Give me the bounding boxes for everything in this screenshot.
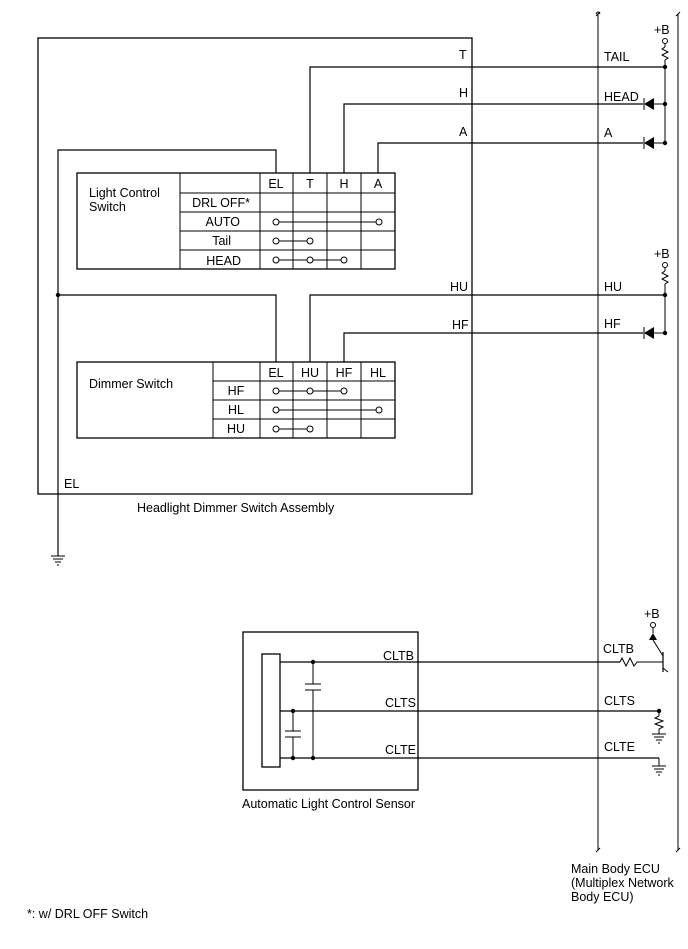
wire-label-h: H — [459, 86, 468, 100]
photo-sensor-element — [261, 653, 281, 768]
ds-header-el: EL — [268, 366, 283, 380]
diode-a-icon — [643, 137, 665, 149]
lc-header-a: A — [374, 177, 383, 191]
wire-label-t: T — [459, 48, 467, 62]
lc-continuity-head — [272, 256, 348, 264]
plus-b-label-2: +B — [654, 247, 670, 261]
ds-row-hl: HL — [228, 403, 244, 417]
transistor-icon — [649, 633, 669, 673]
ecu-label-tail: TAIL — [604, 50, 630, 64]
ds-continuity-hl — [272, 406, 383, 414]
wire-label-hf: HF — [452, 318, 469, 332]
lc-row-auto: AUTO — [206, 215, 241, 229]
lc-header-el: EL — [268, 177, 283, 191]
cltb-resistor-icon — [619, 656, 650, 668]
main-body-ecu: Main Body ECU (Multiplex Network Body EC… — [571, 11, 681, 904]
ds-header-hf: HF — [336, 366, 353, 380]
sensor-internal-circuit — [261, 653, 659, 768]
clts-resistor-icon — [653, 711, 665, 734]
light-control-label-2: Switch — [89, 200, 126, 214]
lc-row-head: HEAD — [206, 254, 241, 268]
wire-label-a: A — [459, 125, 468, 139]
assembly-label: Headlight Dimmer Switch Assembly — [137, 501, 335, 515]
assembly-el-terminal-label: EL — [64, 477, 79, 491]
lc-row-drl-off: DRL OFF* — [192, 196, 250, 210]
ecu-label-hu: HU — [604, 280, 622, 294]
ecu-label-cltb: CLTB — [603, 642, 634, 656]
lc-continuity-auto — [272, 218, 383, 226]
ecu-label-hf: HF — [604, 317, 621, 331]
lc-header-t: T — [306, 177, 314, 191]
ds-row-hf: HF — [228, 384, 245, 398]
ds-header-hu: HU — [301, 366, 319, 380]
light-control-switch-table: Light Control Switch EL T H A DRL OFF* A… — [76, 172, 396, 270]
diode-head-icon — [643, 98, 665, 110]
lc-row-tail: Tail — [212, 234, 231, 248]
clte-ground-icon — [652, 765, 666, 776]
wire-label-cltb: CLTB — [383, 649, 414, 663]
diode-hf-icon — [643, 327, 665, 339]
el-ground-symbol — [51, 555, 65, 566]
ecu-tail-head-a-circuit: +B — [643, 23, 670, 149]
ecu-label-line2: (Multiplex Network — [571, 876, 675, 890]
ecu-label-head: HEAD — [604, 90, 639, 104]
ecu-hu-hf-circuit: +B — [643, 247, 670, 339]
ecu-label-clte: CLTE — [604, 740, 635, 754]
plus-b-label-3: +B — [644, 607, 660, 621]
wire-label-clts: CLTS — [385, 696, 416, 710]
footnote: *: w/ DRL OFF Switch — [27, 907, 148, 921]
capacitor-2-icon — [285, 711, 301, 758]
wire-label-clte: CLTE — [385, 743, 416, 757]
ecu-sensor-circuit: +B — [619, 607, 669, 776]
dimmer-switch-table: Dimmer Switch EL HU HF HL HF HL HU — [76, 361, 396, 439]
switch-assembly-wiring — [51, 66, 665, 566]
dimmer-switch-label: Dimmer Switch — [89, 377, 173, 391]
ds-header-hl: HL — [370, 366, 386, 380]
clts-ground-icon — [652, 733, 666, 744]
ds-row-hu: HU — [227, 422, 245, 436]
lc-continuity-tail — [272, 237, 314, 245]
ds-continuity-hu — [272, 425, 314, 433]
wire-label-hu: HU — [450, 280, 468, 294]
plus-b-label-1: +B — [654, 23, 670, 37]
ecu-label-line1: Main Body ECU — [571, 862, 660, 876]
light-control-label-1: Light Control — [89, 186, 160, 200]
ecu-label-clts: CLTS — [604, 694, 635, 708]
capacitor-1-icon — [305, 662, 321, 758]
ecu-label-line3: Body ECU) — [571, 890, 634, 904]
sensor-label: Automatic Light Control Sensor — [242, 797, 415, 811]
ecu-label-a: A — [604, 126, 613, 140]
lc-header-h: H — [339, 177, 348, 191]
ds-continuity-hf — [272, 387, 348, 395]
